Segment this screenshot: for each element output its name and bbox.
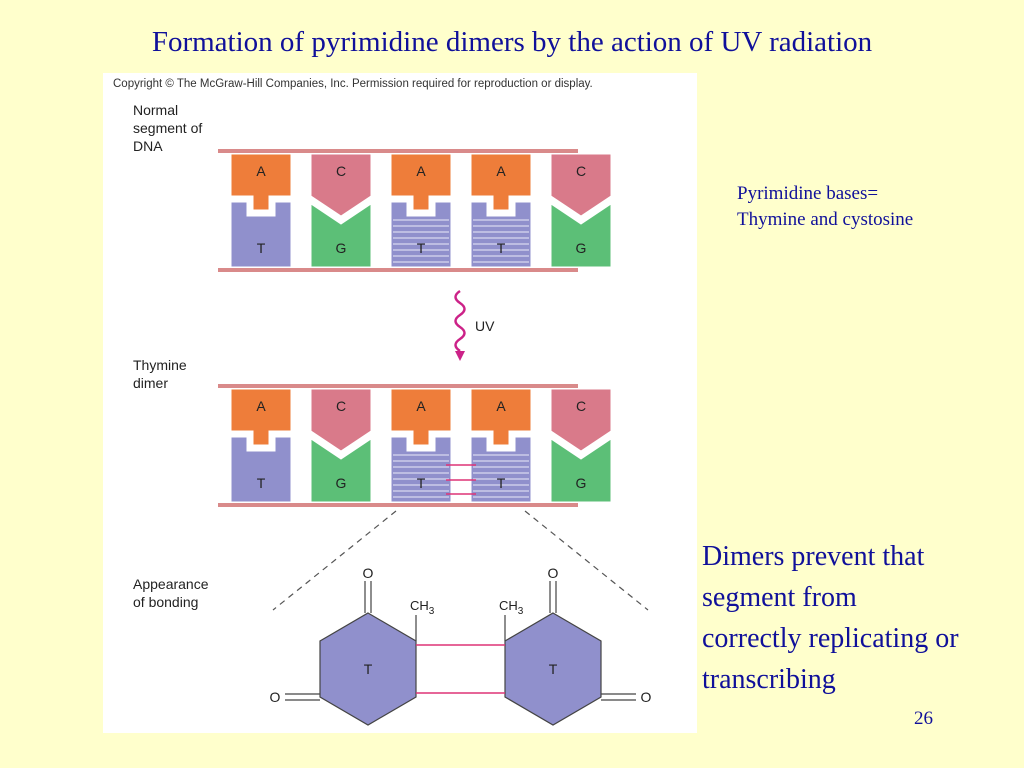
normal-segment-label: Normal segment of DNA	[133, 102, 206, 154]
base-c-top	[550, 388, 612, 452]
zoom-line-right	[524, 510, 649, 611]
methyl-left: CH3	[410, 598, 435, 617]
base-g-bottom	[550, 203, 612, 268]
base-letter-top: C	[336, 163, 346, 179]
oxygen-side-left: O	[270, 689, 281, 705]
backbone-bottom	[218, 268, 578, 272]
base-a-top	[390, 153, 452, 211]
normal-dna-segment: A T C G A T A T C G	[218, 149, 612, 272]
base-letter-bottom: G	[576, 475, 587, 491]
base-letter-top: C	[576, 163, 586, 179]
arrow-head-icon	[455, 351, 465, 361]
bonding-detail: T T O O O O CH3 CH3	[270, 565, 652, 726]
backbone-top	[218, 149, 578, 153]
base-g-bottom	[310, 203, 372, 268]
dimer-bonds	[446, 464, 476, 495]
base-letter-bottom: T	[417, 475, 426, 491]
oxygen-top-left: O	[363, 565, 374, 581]
thymine-dimer-label: Thymine dimer	[133, 357, 191, 391]
pyrimidine-note: Pyrimidine bases= Thymine and cystosine	[737, 181, 1017, 233]
pyrimidine-note-line: Pyrimidine bases=	[737, 183, 879, 204]
copyright-text: Copyright © The McGraw-Hill Companies, I…	[113, 78, 593, 90]
base-letter-bottom: T	[257, 475, 266, 491]
oxygen-top-right: O	[548, 565, 559, 581]
base-a-top	[230, 153, 292, 211]
base-t-bottom	[230, 201, 292, 268]
base-letter-top: A	[256, 163, 266, 179]
uv-label: UV	[475, 318, 495, 334]
dimer-dna-segment: A T C G A T A T C G	[218, 384, 612, 507]
base-t-bottom	[470, 436, 532, 503]
dimer-effect-line: correctly replicating or	[702, 623, 959, 654]
dna-figure: Copyright © The McGraw-Hill Companies, I…	[103, 73, 697, 733]
base-letter-bottom: T	[497, 240, 506, 256]
base-letter-top: C	[336, 398, 346, 414]
base-a-top	[230, 388, 292, 446]
base-a-top	[390, 388, 452, 446]
backbone-top	[218, 384, 578, 388]
zoom-line-left	[272, 510, 397, 611]
dna-diagram: Copyright © The McGraw-Hill Companies, I…	[113, 78, 652, 726]
base-letter-top: A	[256, 398, 266, 414]
base-letter-top: C	[576, 398, 586, 414]
thymine-ring-right-label: T	[549, 661, 558, 677]
base-t-bottom	[390, 436, 452, 503]
base-t-bottom	[470, 201, 532, 268]
appearance-of-bonding-label: Appearance of bonding	[133, 576, 212, 610]
slide-title: Formation of pyrimidine dimers by the ac…	[151, 26, 873, 58]
base-a-top	[470, 388, 532, 446]
base-letter-top: A	[416, 163, 426, 179]
base-c-top	[310, 388, 372, 452]
backbone-bottom	[218, 503, 578, 507]
base-letter-top: A	[416, 398, 426, 414]
methyl-right: CH3	[499, 598, 524, 617]
uv-wave-icon	[454, 289, 466, 353]
base-letter-top: A	[496, 398, 506, 414]
base-letter-bottom: T	[257, 240, 266, 256]
base-t-bottom	[230, 436, 292, 503]
base-g-bottom	[310, 438, 372, 503]
dimer-effect-note: Dimers prevent that segment from correct…	[702, 536, 1022, 700]
base-c-top	[550, 153, 612, 217]
uv-arrow	[454, 289, 466, 361]
pyrimidine-note-line: Thymine and cystosine	[737, 209, 914, 230]
base-letter-bottom: G	[576, 240, 587, 256]
dimer-effect-line: Dimers prevent that	[702, 541, 925, 572]
dimer-effect-line: segment from	[702, 582, 857, 613]
base-a-top	[470, 153, 532, 211]
base-letter-bottom: T	[417, 240, 426, 256]
thymine-ring-left-label: T	[364, 661, 373, 677]
base-letter-bottom: G	[336, 240, 347, 256]
base-letter-bottom: G	[336, 475, 347, 491]
base-c-top	[310, 153, 372, 217]
page-number: 26	[914, 708, 933, 729]
oxygen-side-right: O	[641, 689, 652, 705]
dimer-effect-line: transcribing	[702, 664, 836, 695]
base-letter-bottom: T	[497, 475, 506, 491]
base-g-bottom	[550, 438, 612, 503]
base-letter-top: A	[496, 163, 506, 179]
base-t-bottom	[390, 201, 452, 268]
